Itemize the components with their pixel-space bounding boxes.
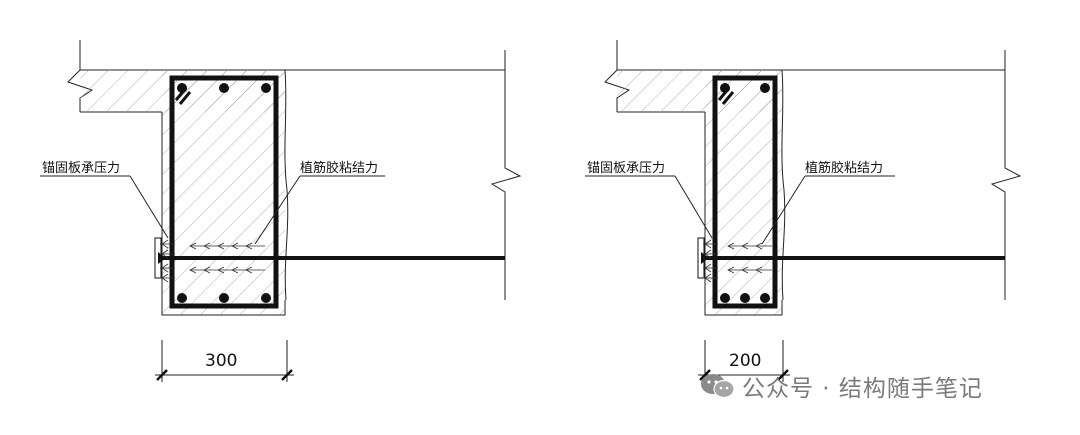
rebar-dot — [261, 83, 271, 93]
stirrup — [169, 75, 279, 309]
rebar-dot — [720, 293, 730, 303]
wall-concrete — [162, 70, 285, 315]
rebar-dot — [760, 293, 770, 303]
dimension-width: 300 — [205, 351, 238, 371]
wechat-icon — [701, 374, 735, 399]
rebar-dot — [219, 83, 229, 93]
rebar-dot — [760, 83, 770, 93]
detail-left — [40, 40, 522, 382]
label-anchor-plate-bearing: 锚固板承压力 — [587, 161, 666, 176]
rebar-dot — [177, 293, 187, 303]
rebar-dot — [219, 293, 229, 303]
watermark-text: 公众号 · 结构随手笔记 — [742, 376, 983, 402]
watermark: 公众号 · 结构随手笔记 — [700, 370, 983, 402]
rebar-dot — [740, 293, 750, 303]
label-adhesive-bond: 植筋胶粘结力 — [805, 161, 884, 176]
label-adhesive-bond: 植筋胶粘结力 — [300, 161, 379, 176]
stirrup — [712, 75, 778, 309]
wall-concrete — [705, 70, 782, 315]
rebar-dot — [177, 83, 187, 93]
detail-right — [585, 40, 1022, 382]
rebar-dot — [261, 293, 271, 303]
label-anchor-plate-bearing: 锚固板承压力 — [42, 161, 121, 176]
rebar-dot — [720, 83, 730, 93]
dimension-width: 200 — [729, 351, 762, 371]
